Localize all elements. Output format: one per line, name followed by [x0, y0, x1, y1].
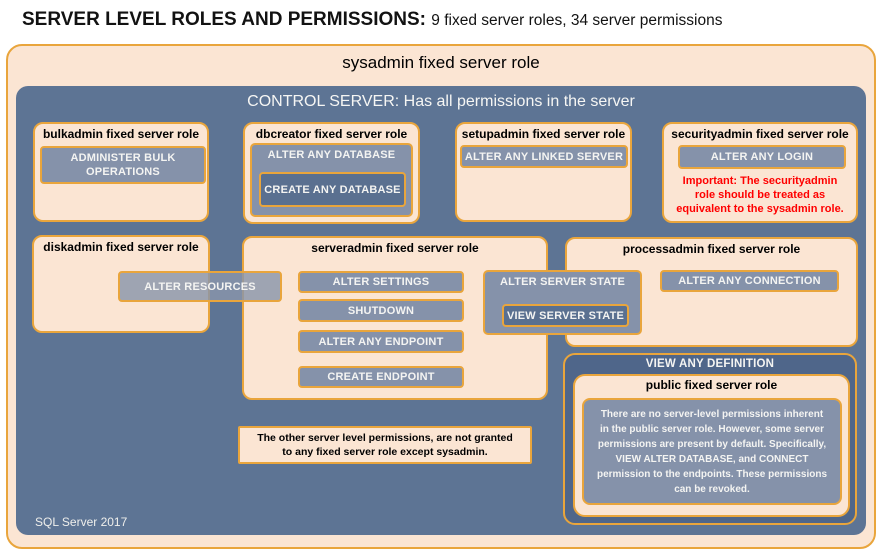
permission-alter-any-database-label: ALTER ANY DATABASE: [267, 149, 396, 161]
securityadmin-warning: Important: The securityadmin role should…: [676, 175, 844, 215]
page-title: SERVER LEVEL ROLES AND PERMISSIONS: 9 fi…: [22, 9, 722, 31]
role-title-diskadmin: diskadmin fixed server role: [43, 240, 199, 254]
permission-alter-settings: ALTER SETTINGS: [298, 271, 464, 293]
role-title-dbcreator: dbcreator fixed server role: [255, 127, 408, 141]
role-title-serveradmin: serveradmin fixed server role: [311, 241, 479, 255]
permission-alter-any-endpoint: ALTER ANY ENDPOINT: [298, 330, 464, 353]
sql-server-version-label: SQL Server 2017: [35, 515, 128, 529]
permission-view-server-state: VIEW SERVER STATE: [502, 304, 629, 327]
role-box-securityadmin: [662, 122, 858, 223]
page-title-main: SERVER LEVEL ROLES AND PERMISSIONS:: [22, 9, 427, 30]
permission-alter-server-state-label: ALTER SERVER STATE: [499, 276, 626, 288]
public-role-note: There are no server-level permissions in…: [582, 398, 842, 505]
permission-alter-any-linked-server: ALTER ANY LINKED SERVER: [460, 145, 628, 168]
view-any-definition-label: VIEW ANY DEFINITION: [645, 358, 775, 370]
page-title-subtitle: 9 fixed server roles, 34 server permissi…: [431, 12, 723, 29]
role-title-bulkadmin: bulkadmin fixed server role: [42, 127, 200, 141]
other-permissions-note: The other server level permissions, are …: [238, 426, 532, 464]
permission-shutdown: SHUTDOWN: [298, 299, 464, 322]
permission-administer-bulk-operations: ADMINISTER BULK OPERATIONS: [40, 146, 206, 184]
permission-alter-resources: ALTER RESOURCES: [118, 271, 282, 302]
role-box-setupadmin: [455, 122, 632, 222]
role-title-securityadmin: securityadmin fixed server role: [671, 127, 849, 141]
permission-alter-any-login: ALTER ANY LOGIN: [678, 145, 846, 169]
role-title-setupadmin: setupadmin fixed server role: [461, 127, 626, 141]
permission-create-any-database: CREATE ANY DATABASE: [259, 172, 406, 207]
sysadmin-role-label: sysadmin fixed server role: [342, 53, 540, 72]
permission-alter-any-connection: ALTER ANY CONNECTION: [660, 270, 839, 292]
permission-create-endpoint: CREATE ENDPOINT: [298, 366, 464, 388]
control-server-label: CONTROL SERVER: Has all permissions in t…: [247, 93, 635, 110]
role-title-public: public fixed server role: [645, 378, 778, 392]
role-title-processadmin: processadmin fixed server role: [622, 242, 801, 256]
